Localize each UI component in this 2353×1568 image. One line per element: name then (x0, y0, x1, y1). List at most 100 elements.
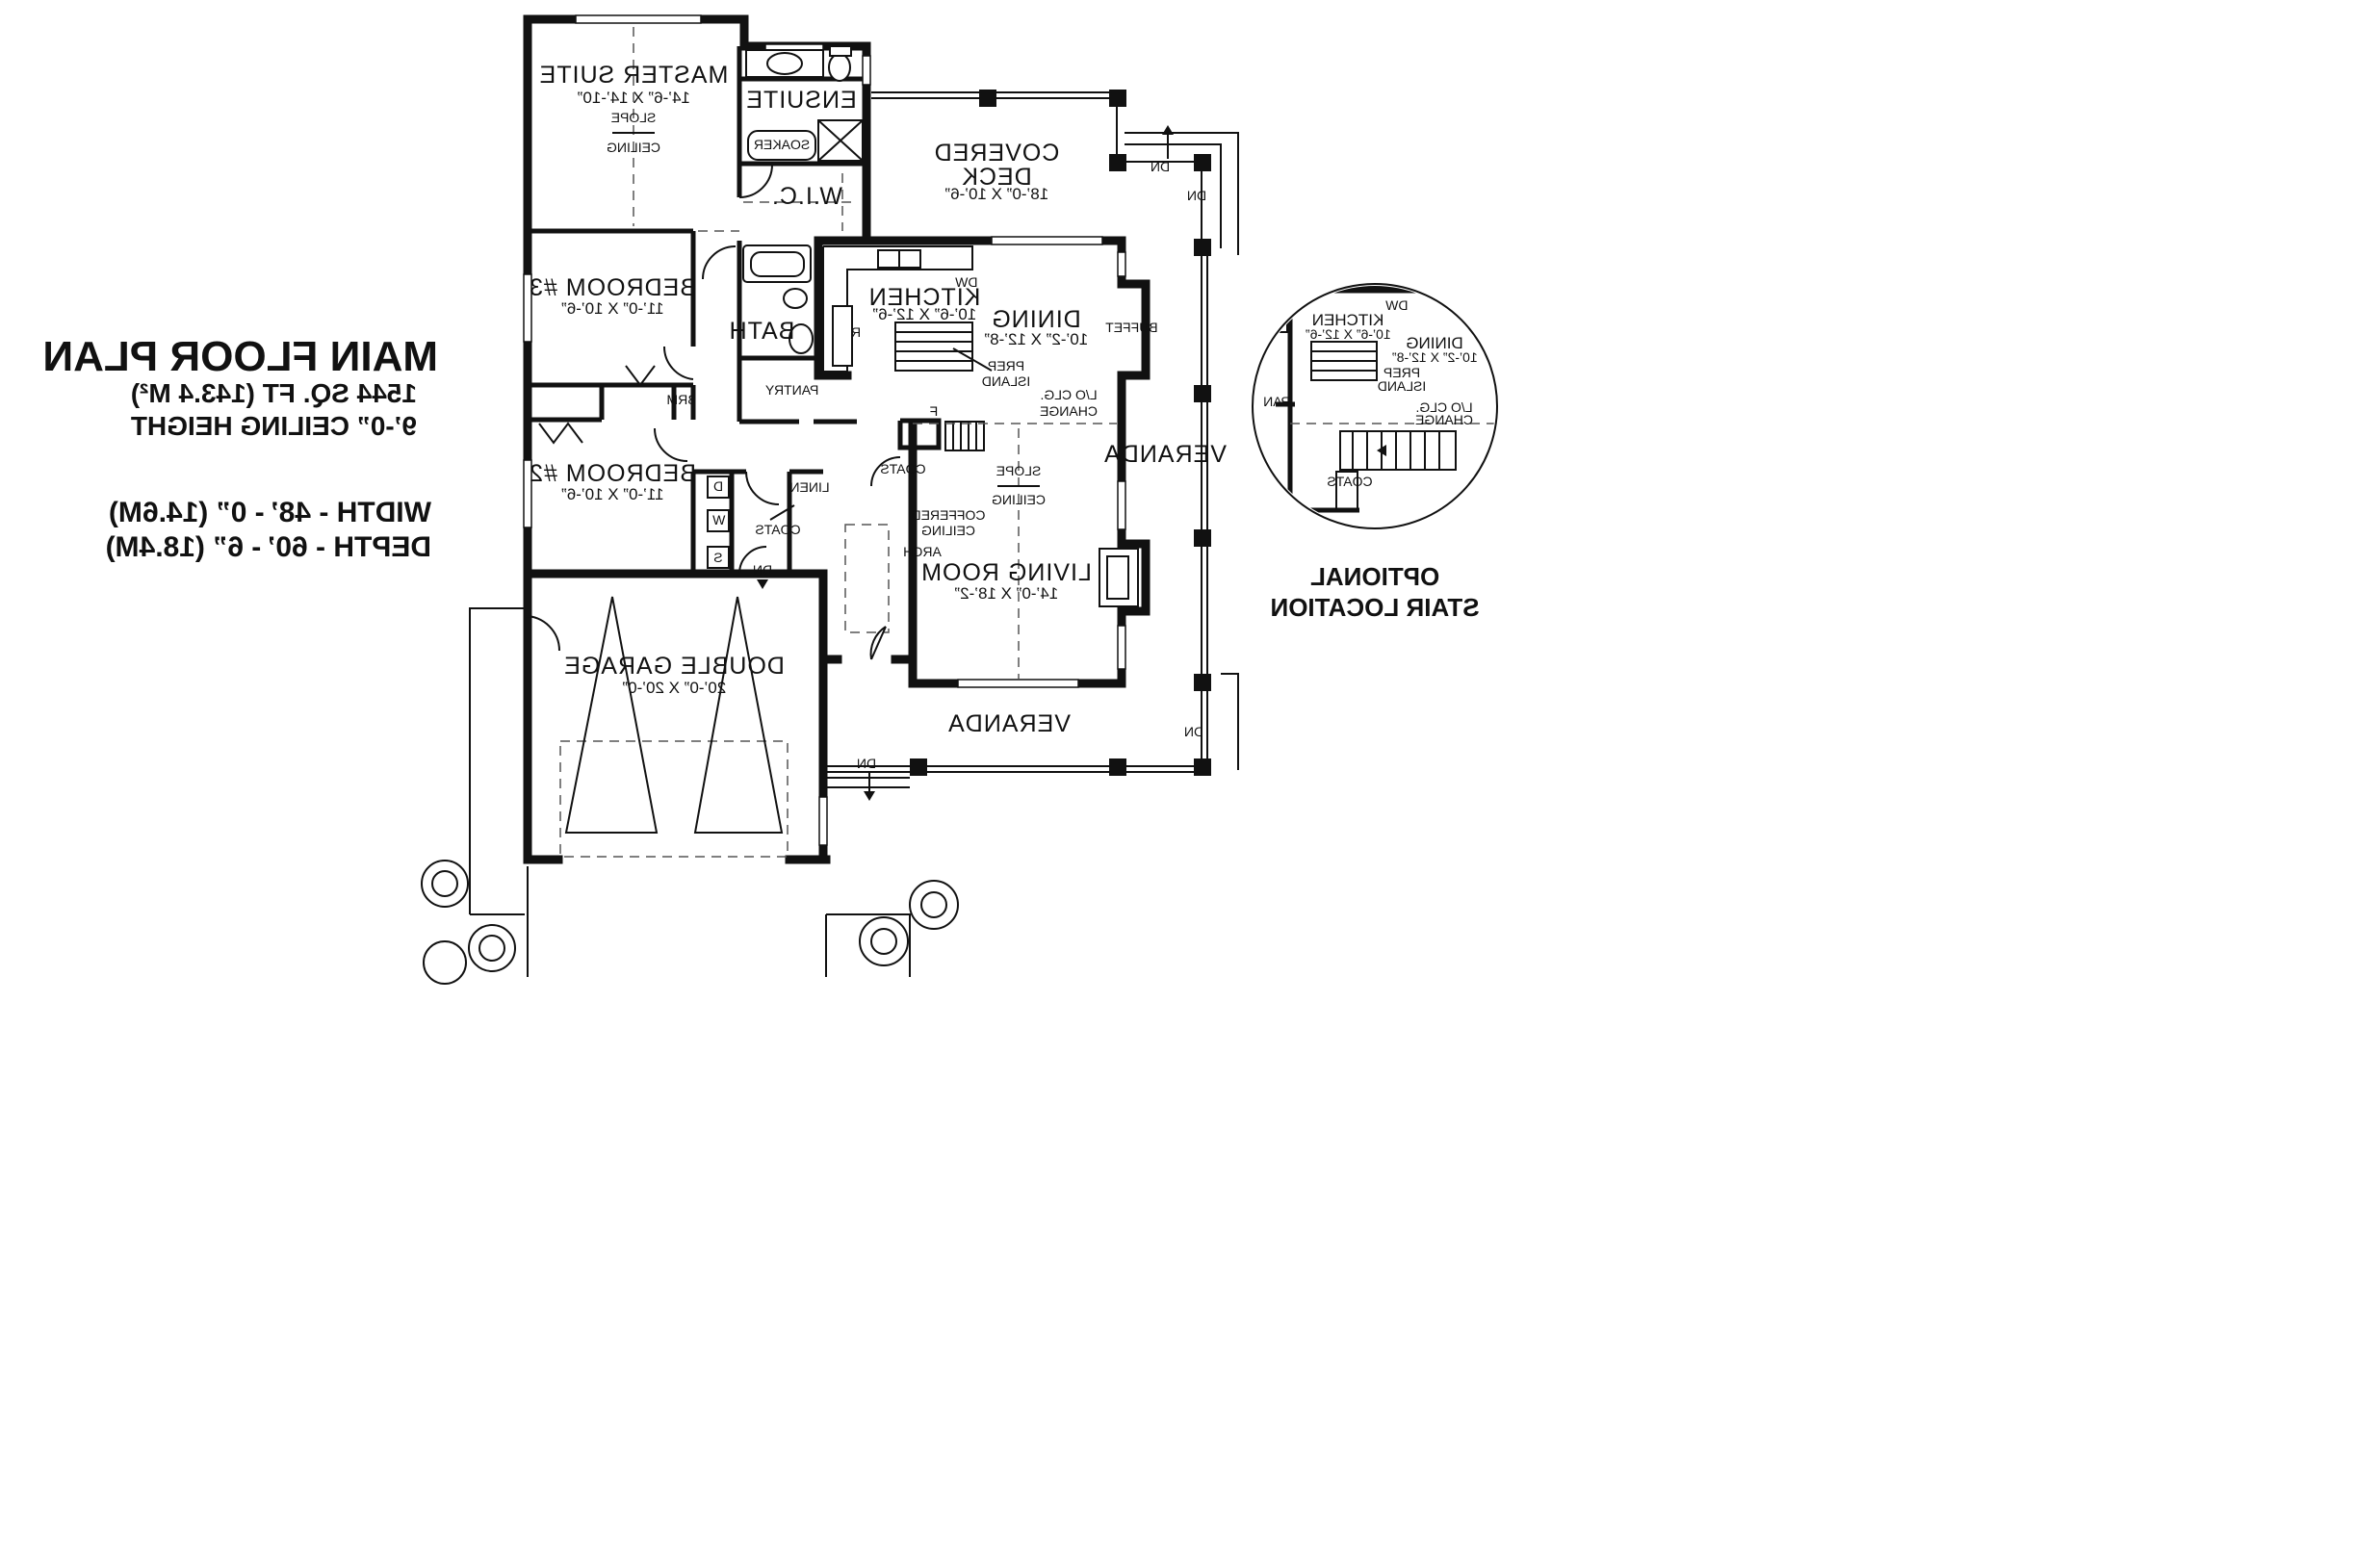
dims-living-room: 14’-0” X 18’-2” (954, 584, 1058, 603)
arrow-down-icon (757, 579, 768, 589)
arrow-down-icon (864, 791, 875, 801)
inset-label-island: ISLAND (1378, 378, 1427, 394)
dims-double-garage: 20’-0” X 20’-0” (622, 679, 726, 697)
label-r: R (851, 324, 861, 340)
label-bedroom-2: BEDROOM #2 (529, 460, 696, 487)
title-depth: DEPTH - 60’ - 6” (18.4M) (106, 531, 431, 563)
shrub-icon (468, 924, 516, 972)
doors (524, 164, 901, 660)
label-dn-front: DN (857, 756, 876, 771)
label-island: ISLAND (982, 373, 1031, 389)
label-dining: DINING (991, 306, 1081, 333)
label-dw: DW (954, 274, 977, 290)
shrub-icon (909, 880, 959, 930)
label-buffet: BUFFET (1105, 320, 1158, 335)
title-ceiling: 9’-0” CEILING HEIGHT (131, 411, 417, 441)
label-covered: COVERED (934, 140, 1060, 167)
refrigerator (832, 305, 853, 367)
optional-stair-inset: KITCHEN 10’-6” X 12’-6” DW DINING 10’-2”… (1252, 283, 1498, 622)
label-lo-change: CHANGE (1040, 403, 1098, 419)
label-lo-clg: L/O CLG. (1040, 387, 1097, 402)
label-wic: W.I.C. (771, 183, 842, 210)
ensuite-vanity (745, 49, 824, 78)
veranda-post (1194, 154, 1211, 171)
inset-label-change: CHANGE (1415, 412, 1473, 427)
label-bath: BATH (729, 318, 795, 345)
label-slope: SLOPE (611, 110, 657, 125)
prep-island (894, 321, 973, 372)
veranda-post (979, 90, 996, 107)
inset-title-stair: STAIR LOCATION (1270, 593, 1479, 622)
dims-bedroom-3: 11’-0” X 10’-6” (561, 299, 664, 318)
shrub-icon (421, 860, 469, 908)
inset-label-dw: DW (1384, 297, 1408, 313)
label-living-room: LIVING ROOM (920, 559, 1092, 586)
veranda-post (1194, 674, 1211, 691)
label-double-garage: DOUBLE GARAGE (563, 653, 785, 680)
washer (707, 509, 730, 532)
label-soaker: SOAKER (754, 137, 810, 152)
veranda-post (1194, 758, 1211, 776)
veranda-post (910, 758, 927, 776)
label-coats: COATS (880, 461, 925, 476)
veranda-post (1194, 239, 1211, 256)
veranda-post (1194, 385, 1211, 402)
label-coffered: COFFERED (912, 507, 986, 523)
veranda-post (1109, 758, 1126, 776)
deck-and-veranda (757, 90, 1239, 801)
title-width: WIDTH - 48’ - 0” (14.6M) (109, 497, 431, 528)
site-lines (469, 607, 911, 977)
veranda-post (1194, 529, 1211, 547)
dims-bedroom-2: 11’-0” X 10’-6” (561, 485, 664, 503)
soaker-tub (747, 130, 816, 161)
arrow-left-icon (1377, 445, 1386, 456)
label-dn-side: DN (1187, 188, 1206, 203)
windows (523, 14, 1126, 846)
label-arch: ARCH (903, 544, 942, 559)
inset-label-dining: DINING (1406, 334, 1463, 352)
label-brm: BRM (666, 392, 696, 407)
label-pantry: PANTRY (764, 382, 818, 398)
label-deck: DECK (961, 164, 1031, 191)
shrub-icon (859, 916, 909, 966)
title-area: 1544 SQ. FT (143.4 M²) (131, 378, 417, 408)
inset-label-kitchen: KITCHEN (1312, 311, 1384, 329)
inset-label-prep: PREP (1383, 365, 1420, 380)
toilet-icon (828, 53, 851, 82)
label-linen: LINEN (789, 479, 829, 495)
label-washer: W (711, 512, 725, 527)
laundry-sink (707, 546, 730, 569)
room-labels: MASTER SUITE 14’-6” X 14’-10” SLOPE CEIL… (529, 62, 1227, 771)
fixtures (559, 27, 1139, 858)
label-master-suite: MASTER SUITE (539, 62, 729, 89)
dims-kitchen: 10’-6” X 12’-6” (872, 305, 976, 323)
dims-dining: 10’-2” X 12’-8” (984, 330, 1088, 348)
title-main: MAIN FLOOR PLAN (42, 333, 438, 380)
toilet-icon (783, 288, 808, 309)
label-f: F (930, 403, 939, 419)
label-ceiling-living: CEILING (992, 492, 1046, 507)
arrow-up-icon (1162, 125, 1174, 135)
inset-label-pan: PAN (1263, 394, 1290, 409)
sink-icon (789, 323, 814, 354)
label-bedroom-3: BEDROOM #3 (529, 274, 696, 301)
veranda-post (1109, 154, 1126, 171)
label-slope-living: SLOPE (996, 463, 1042, 478)
label-dryer: D (713, 478, 723, 494)
label-sink: S (713, 550, 722, 565)
label-prep: PREP (988, 358, 1024, 373)
garage-car-outlines (564, 596, 784, 834)
label-ensuite: ENSUITE (745, 87, 856, 114)
veranda-post (1109, 90, 1126, 107)
label-coats-hall: COATS (755, 522, 800, 537)
interior-stair (944, 421, 985, 451)
inset-dims-kitchen: 10’-6” X 12’-6” (1306, 326, 1391, 342)
label-veranda-side: VERANDA (1103, 441, 1227, 468)
label-kitchen: KITCHEN (868, 284, 981, 311)
dims-deck: 18’-0” X 10’-6” (944, 185, 1048, 203)
optional-stair (1339, 430, 1457, 471)
label-coffered-ceiling: CEILING (921, 523, 975, 538)
shrubs (421, 860, 959, 985)
inset-label-coats: COATS (1327, 474, 1372, 489)
